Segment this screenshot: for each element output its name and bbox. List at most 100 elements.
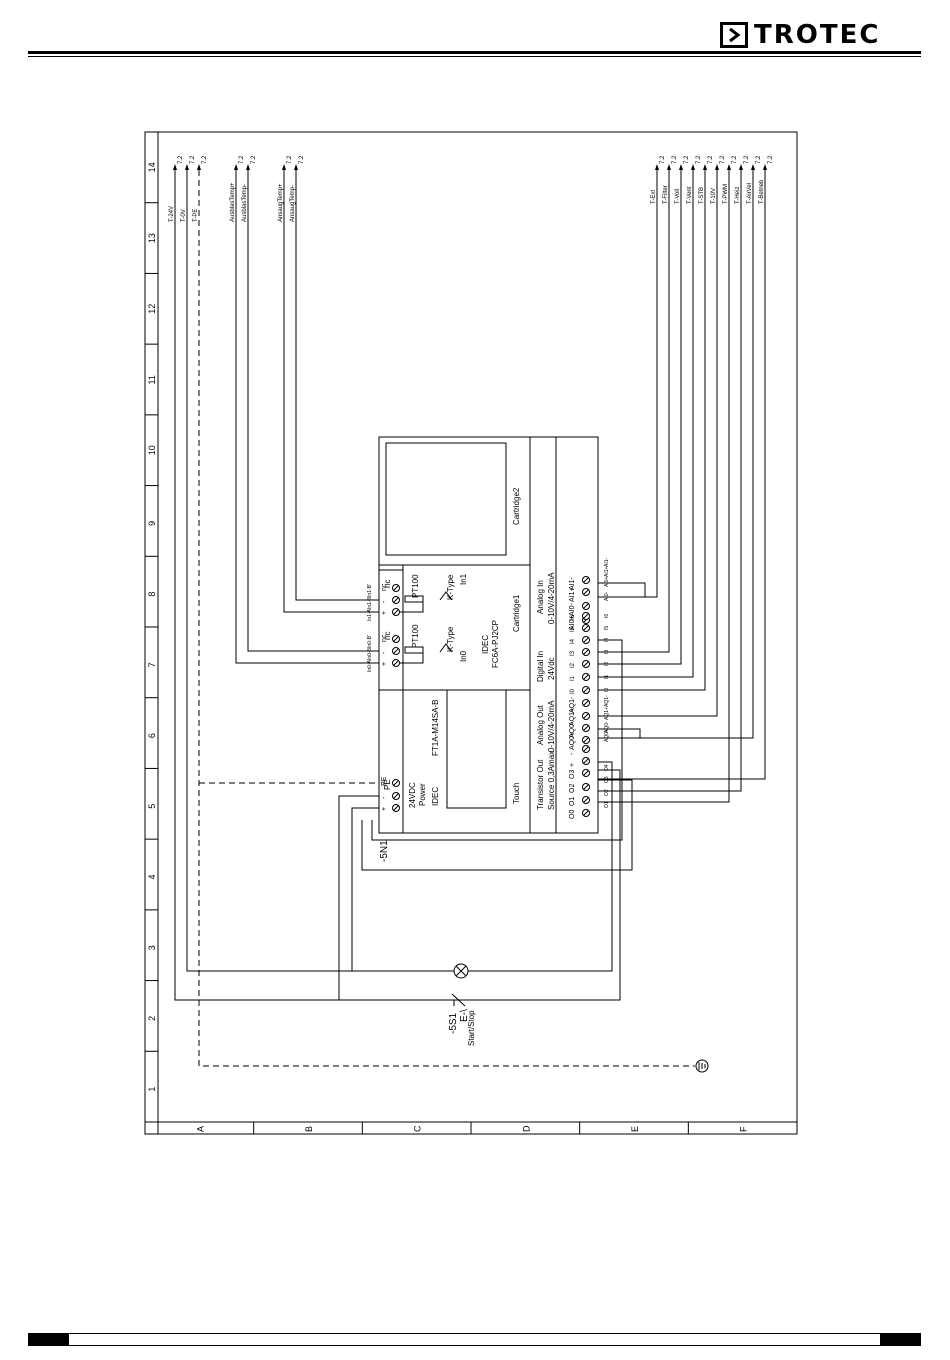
signal-ref: 7.2 — [287, 155, 293, 164]
column-number: 5 — [147, 804, 157, 809]
column-number: 13 — [147, 233, 157, 243]
screw-slot — [393, 805, 399, 811]
ai-ext-label: AI0+ — [604, 576, 610, 587]
signal-arrow — [655, 164, 659, 170]
signal-arrow — [763, 164, 767, 170]
signal-arrow — [294, 164, 298, 170]
signal-label: AnsaugTemp+ — [278, 183, 284, 222]
signal-ref: 7.2 — [708, 155, 714, 164]
signal-label: T-PE — [193, 209, 199, 222]
signal-arrow — [739, 164, 743, 170]
screw-slot — [583, 700, 589, 706]
signal-arrow — [282, 164, 286, 170]
screw-slot — [583, 674, 589, 680]
column-ticks — [145, 131, 158, 1123]
screw-slot — [583, 589, 589, 595]
signal-ref: 7.2 — [299, 155, 305, 164]
ktype-label-in1: K-Type — [446, 574, 455, 600]
signal-ref: 7.2 — [696, 155, 702, 164]
digital-in-title: Digital In — [536, 651, 545, 682]
ground-icon — [695, 1059, 709, 1073]
signal-ref: 7.2 — [178, 155, 184, 164]
row-letter: E — [630, 1126, 640, 1132]
start-stop-switch — [451, 993, 466, 1007]
digital-in-voltage: 24Vdc — [547, 657, 556, 680]
o-ext-label: O4 — [604, 764, 610, 771]
header-rule-thin — [28, 56, 921, 57]
pt100-wire — [400, 653, 424, 664]
in0-pin-label: In0-B' — [367, 635, 373, 648]
column-number: 1 — [147, 1087, 157, 1092]
column-number: 6 — [147, 733, 157, 738]
pin-sign: nc — [381, 634, 388, 642]
screw-slot — [393, 660, 399, 666]
pt100-label-a: PT100 — [411, 574, 420, 598]
drawing-frame — [144, 131, 798, 1135]
screw-slot — [583, 797, 589, 803]
footer-left-block — [29, 1334, 69, 1345]
pt100-label-b: PT100 — [411, 624, 420, 648]
signal-ref: 7.2 — [239, 155, 245, 164]
pt100-wire — [400, 602, 424, 613]
column-number: 4 — [147, 874, 157, 879]
screw-slot — [583, 603, 589, 609]
signal-label: AusblasTemp+ — [230, 182, 236, 222]
lamp-icon — [453, 963, 469, 979]
column-number: 12 — [147, 304, 157, 314]
cartridge2-label: Cartridge2 — [512, 487, 521, 525]
device-designator: -5N1 — [379, 840, 390, 862]
power-brand: IDEC — [431, 787, 440, 806]
switch-contact: E-\ — [459, 1009, 470, 1022]
screw-slot — [393, 648, 399, 654]
screw-slot — [393, 793, 399, 799]
power-pe-pin: PE — [383, 779, 392, 790]
in0-label: In0 — [459, 650, 468, 662]
screw-slot — [583, 625, 589, 631]
wiring — [174, 170, 766, 1067]
signal-label: T-Filter — [663, 185, 669, 204]
pin-sign: - — [381, 600, 388, 603]
screw-slot — [583, 746, 589, 752]
pin-sign: - — [381, 651, 388, 654]
column-number: 9 — [147, 521, 157, 526]
signal-label: T-Betrieb — [759, 179, 765, 204]
signal-arrow — [727, 164, 731, 170]
o-pin: O2 — [569, 784, 576, 793]
signal-arrow — [234, 164, 238, 170]
aq-ext-label: AQ0- — [604, 721, 610, 733]
signal-arrow — [679, 164, 683, 170]
row-letter: F — [739, 1126, 749, 1132]
signal-ref: 7.2 — [660, 155, 666, 164]
screw-slot — [583, 770, 589, 776]
aq-ext-label: AQ0+ — [604, 729, 610, 742]
aq-ext-label: AQ1- — [604, 695, 610, 707]
thermocouple-symbol — [439, 591, 453, 601]
screw-slot — [393, 609, 399, 615]
di-pin: I0 — [570, 688, 576, 694]
nc-label-b: nc — [383, 632, 392, 640]
power-label: Power — [418, 783, 427, 806]
ai-pin: AI1- — [569, 576, 576, 590]
di-pin: I4 — [570, 638, 576, 644]
ai-pin: AI1+ — [569, 587, 576, 602]
row-letter: D — [521, 1125, 531, 1132]
signal-arrows: T-24V7.2T-0V7.2T-PE7.2AusblasTemp+7.2Aus… — [169, 155, 774, 222]
signal-arrow — [667, 164, 671, 170]
di-pin: I3 — [570, 650, 576, 656]
row-letter: A — [195, 1126, 205, 1132]
signal-label: AnsaugTemp- — [290, 185, 296, 222]
di-ext-label: I5 — [604, 626, 610, 630]
di-pin: I2 — [570, 662, 576, 668]
signal-arrow — [246, 164, 250, 170]
aq-pin: AQ1+ — [569, 708, 576, 726]
cartridge1-brand: IDEC — [481, 635, 490, 654]
ai-ext-label: AI1+ — [604, 566, 610, 577]
pt100-resistor — [404, 646, 424, 654]
switch-labels: -5S1 E-\ Start/Stop — [448, 1009, 476, 1046]
pt100-resistor — [404, 595, 424, 603]
in0-pin-label: In0-A — [367, 659, 373, 672]
touch-label: Touch — [512, 783, 521, 804]
aq-ext-label: AQ1+ — [604, 707, 610, 720]
row-ticks — [253, 1122, 689, 1134]
